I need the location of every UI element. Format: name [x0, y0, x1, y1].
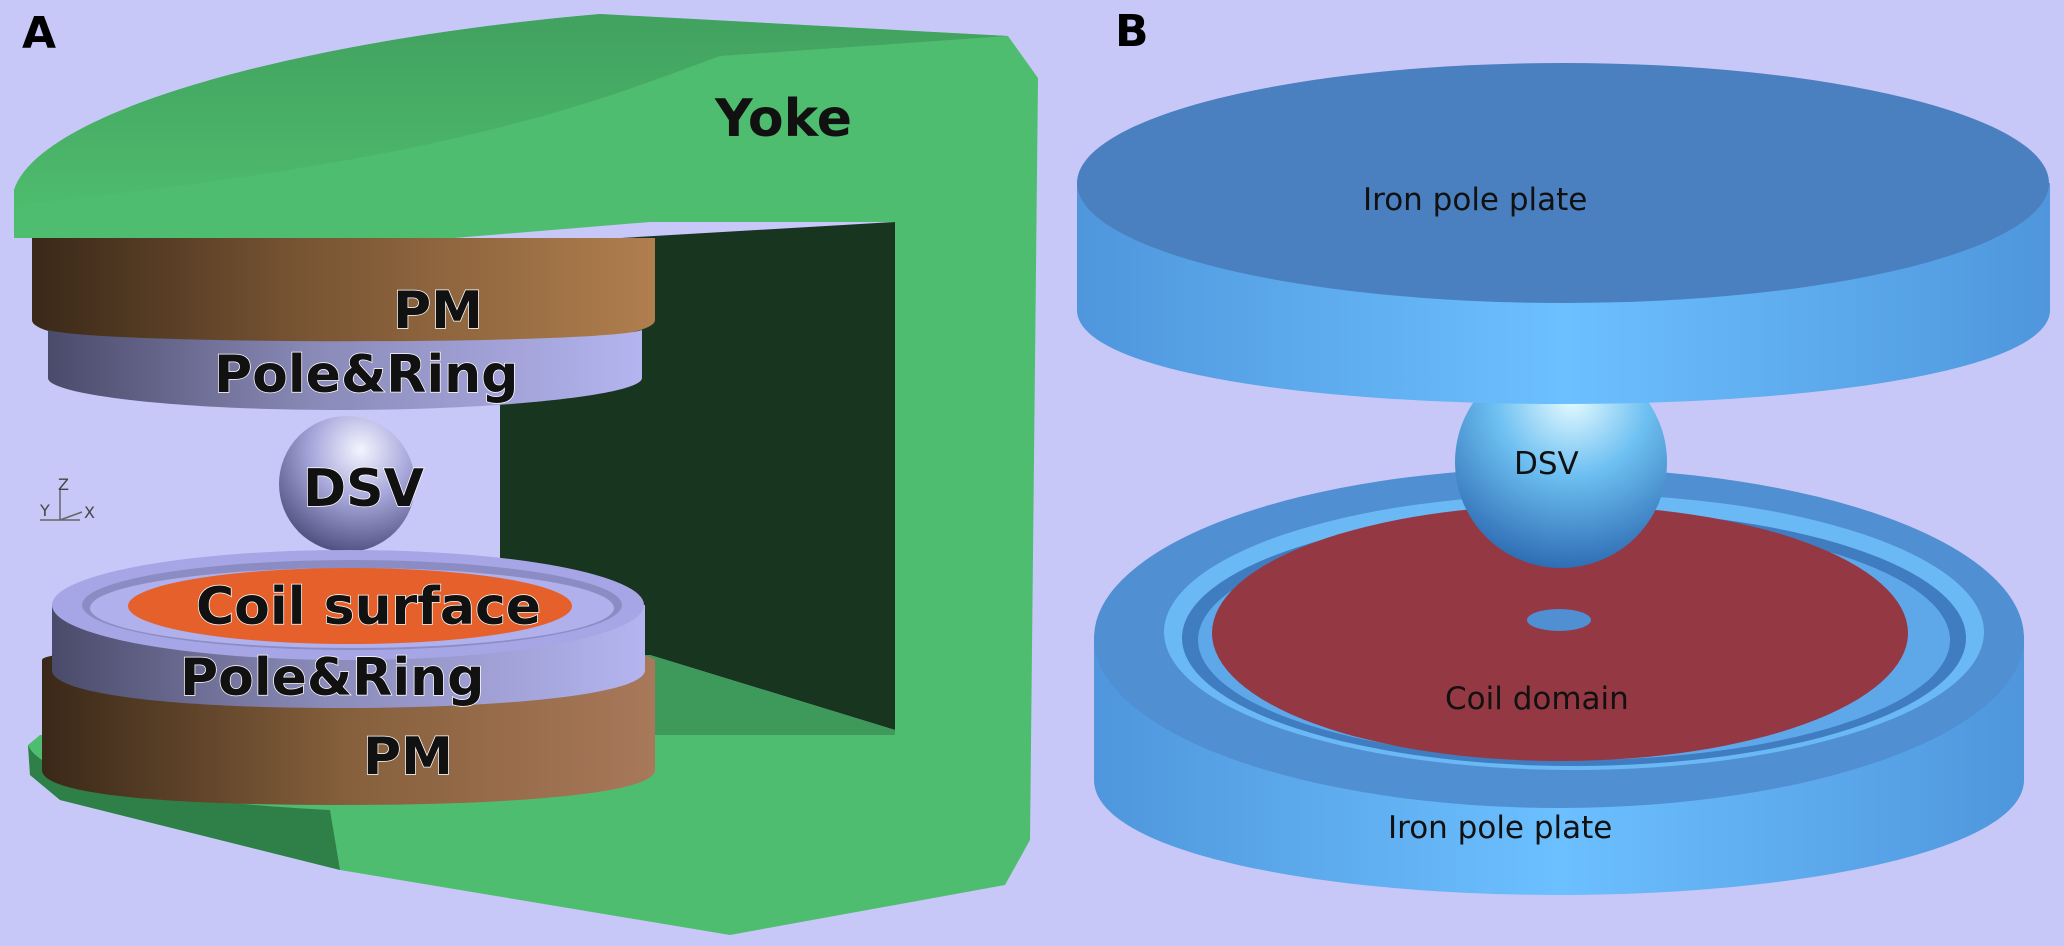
yoke-top-surface [14, 14, 1008, 205]
coil-surface-label: Coil surface [196, 577, 541, 637]
panel-a-label: A [22, 8, 56, 59]
axis-x-label: X [84, 503, 95, 522]
panel-b-label: B [1115, 6, 1149, 57]
dsv-sphere-a: DSV [279, 416, 425, 552]
axis-triad: Z Y X [39, 475, 95, 522]
dsv-sphere-b: DSV [1455, 356, 1667, 568]
panel-a: A Yoke PM Pole&Ring DSV [14, 8, 1038, 935]
dsv-label-b: DSV [1514, 446, 1579, 482]
yoke-bottom-edge [28, 745, 340, 870]
dsv-label-a: DSV [303, 459, 424, 519]
coil-domain-center-hole [1527, 609, 1591, 631]
coil-surface: Coil surface [128, 568, 572, 644]
bottom-plate-label: Iron pole plate [1388, 810, 1612, 846]
top-plate-label: Iron pole plate [1363, 182, 1587, 218]
coil-domain-label: Coil domain [1445, 681, 1629, 717]
pm-top-label: PM [393, 281, 483, 341]
pm-bottom-label: PM [363, 727, 453, 787]
panel-b: B Iron pole plate Coil domain DSV Iron p… [1077, 6, 2050, 895]
axis-z-label: Z [58, 475, 69, 494]
pole-ring-bottom-label: Pole&Ring [180, 648, 484, 708]
coil-domain: Coil domain [1212, 505, 1908, 761]
yoke-label: Yoke [714, 89, 852, 149]
iron-pole-plate-top: Iron pole plate [1077, 63, 2050, 404]
axis-y-label: Y [39, 501, 50, 520]
pole-ring-top-label: Pole&Ring [214, 345, 518, 405]
pm-top: PM [32, 238, 655, 350]
pole-ring-top: Pole&Ring [48, 330, 642, 410]
